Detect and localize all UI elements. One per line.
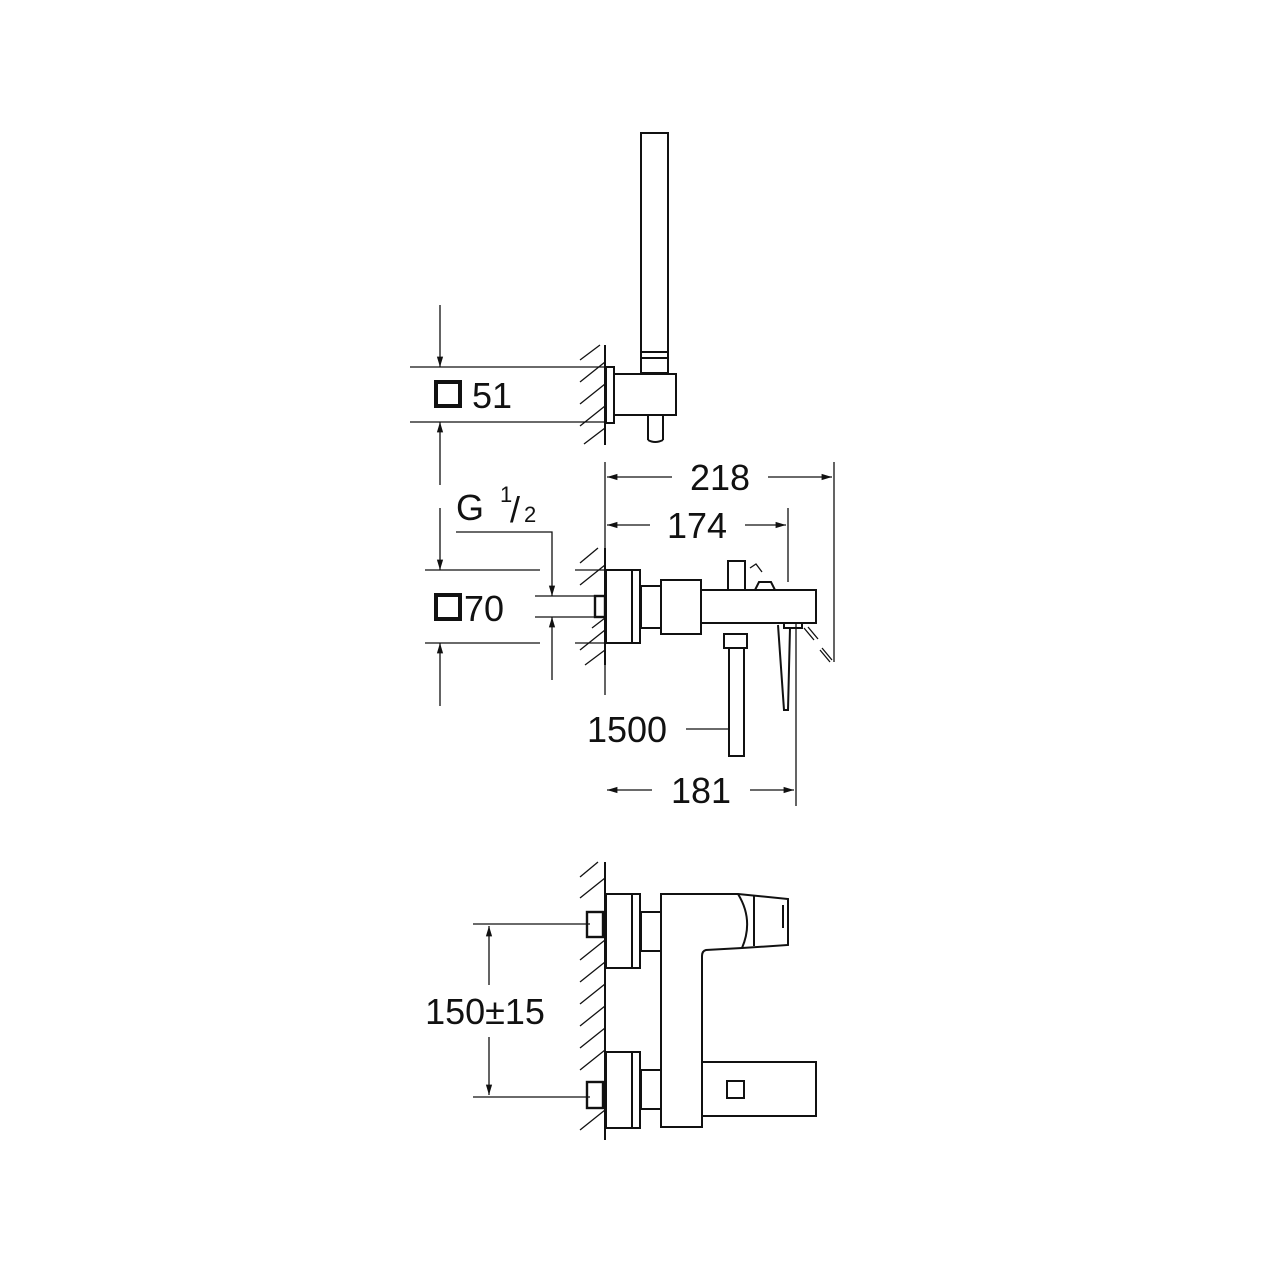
water-flow (803, 626, 833, 663)
spout (700, 589, 817, 624)
mixer-body (660, 893, 789, 1128)
handle-detail (737, 893, 784, 949)
wall-plate (605, 366, 615, 424)
mixer-side-view: 218 174 G 1 / 2 70 (425, 457, 835, 811)
mixer-body (660, 579, 702, 635)
wall-hatching (579, 344, 606, 445)
dim-181-label: 181 (671, 770, 731, 811)
dim-218-label: 218 (690, 457, 750, 498)
dim-1500-label: 1500 (587, 709, 667, 750)
connector (640, 585, 662, 629)
outlet-square (726, 1080, 745, 1099)
spout (701, 1061, 817, 1117)
lever-top (754, 581, 776, 591)
lever (777, 624, 791, 711)
mixer-top-view: 150±15 (425, 861, 817, 1140)
diverter-knob (727, 560, 746, 591)
hose-stub (647, 415, 664, 443)
dim-150-label: 150±15 (425, 991, 545, 1032)
connector-lower (640, 1069, 662, 1110)
hose (728, 647, 745, 757)
wall-bracket (613, 373, 677, 416)
square-70-label: 70 (464, 588, 504, 629)
flange-lower (605, 1051, 641, 1129)
dim-174-label: 174 (667, 505, 727, 546)
outlet (783, 623, 803, 629)
square-symbol-icon (434, 380, 462, 408)
connector-upper (640, 911, 662, 952)
hand-shower-side-view: 51 (410, 132, 677, 485)
square-51-label: 51 (472, 375, 512, 416)
wall-flange (605, 569, 641, 644)
inlet-pipe-lower (585, 1080, 605, 1110)
thread-denominator: 2 (524, 502, 536, 527)
thread-slash: / (510, 489, 520, 530)
flange-upper (605, 893, 641, 969)
square-symbol-icon (434, 593, 462, 621)
thread-numerator: 1 (500, 482, 512, 507)
inlet-pipe (593, 594, 607, 619)
wall-hatching (579, 547, 606, 666)
wall-hatching (579, 861, 606, 1131)
hose-connector (723, 633, 748, 649)
thread-prefix: G (456, 487, 484, 528)
hand-shower-handle (640, 132, 669, 374)
knob-motion (749, 563, 763, 573)
